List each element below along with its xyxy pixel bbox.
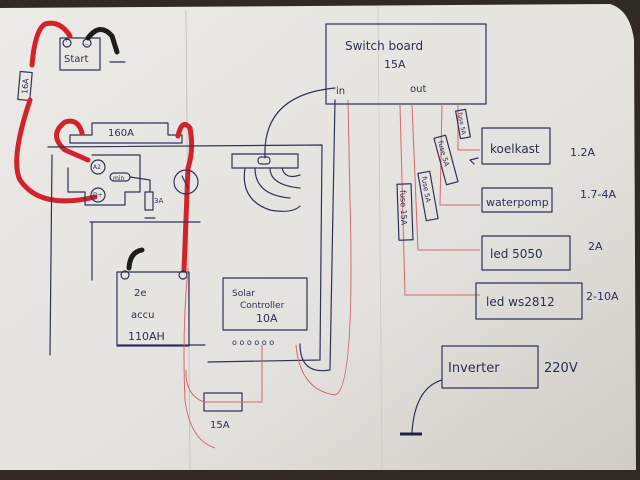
cabinet-outline (47, 144, 323, 363)
svg-text:2A: 2A (588, 240, 603, 253)
red-wires (183, 99, 352, 449)
svg-text:fuse 15A: fuse 15A (398, 190, 408, 226)
ground-cable-2 (126, 247, 145, 271)
svg-text:waterpomp: waterpomp (486, 196, 549, 209)
switch-lever (181, 175, 189, 189)
svg-text:3A: 3A (154, 197, 163, 205)
fuse-ledws2812: fuse 15A (396, 183, 414, 241)
relay-cable (54, 118, 91, 163)
svg-text:out: out (410, 84, 426, 95)
battery-switch (173, 169, 199, 195)
shelf-outline (89, 221, 206, 346)
solar-controller: Solar Controller 10A o o o o o o (222, 277, 308, 347)
load-koelkast: koelkast 1.2A (469, 127, 595, 165)
svg-text:15A: 15A (384, 58, 406, 71)
plus-terminal: + (64, 37, 69, 44)
load-led-5050: led 5050 2A (481, 235, 603, 271)
load-waterpomp: waterpomp 1.7-4A (481, 187, 616, 213)
busbar-to-switchboard-wire (264, 87, 336, 159)
svg-text:led 5050: led 5050 (490, 247, 543, 261)
main-fuse-160a: 160A (69, 122, 183, 144)
svg-text:15A: 15A (210, 420, 230, 431)
svg-text:110AH: 110AH (128, 330, 165, 343)
switch-board: Switch board 15A in out (325, 23, 487, 105)
fold-line (185, 9, 191, 471)
svg-text:160A: 160A (108, 128, 134, 139)
svg-text:accu: accu (131, 310, 154, 321)
paper (0, 4, 636, 470)
svg-text:min: min (113, 175, 125, 182)
controller-to-switchboard-wire (299, 99, 336, 372)
svg-text:2-10A: 2-10A (586, 290, 619, 303)
svg-text:A2: A2 (93, 164, 101, 171)
start-battery-cable (14, 20, 98, 204)
svg-text:Solar: Solar (232, 289, 255, 299)
start-battery-label: Start (64, 54, 89, 65)
svg-text:Controller: Controller (240, 301, 285, 311)
fuse-16a: 16A (17, 70, 33, 102)
svg-text:in: in (336, 86, 345, 97)
svg-text:10A: 10A (256, 312, 278, 325)
svg-text:led ws2812: led ws2812 (486, 295, 555, 309)
svg-text:2e: 2e (134, 288, 147, 299)
branch-wires (399, 103, 480, 296)
split-relay: A2 D+ min 3A (67, 154, 163, 219)
ground-cable (85, 27, 120, 55)
svg-text:16A: 16A (20, 78, 30, 95)
load-led-ws2812: led ws2812 2-10A (475, 282, 619, 320)
svg-text:koelkast: koelkast (490, 142, 540, 156)
fuse-koelkast: fuse 5A (455, 108, 471, 140)
svg-text:1.2A: 1.2A (570, 146, 595, 159)
inverter: Inverter 220V (400, 345, 578, 436)
svg-text:fuse 5A: fuse 5A (456, 112, 467, 136)
svg-text:D+: D+ (93, 192, 103, 199)
terminals-label: o o o o o o (232, 338, 274, 347)
battery-cable (175, 121, 195, 273)
svg-text:220V: 220V (544, 361, 578, 376)
svg-text:1.7-4A: 1.7-4A (580, 188, 616, 201)
svg-text:Inverter: Inverter (448, 361, 500, 376)
minus-terminal: − (84, 41, 89, 48)
fold-line (377, 5, 383, 471)
second-battery: 2e accu 110AH (116, 270, 190, 347)
svg-text:Switch board: Switch board (345, 39, 423, 53)
